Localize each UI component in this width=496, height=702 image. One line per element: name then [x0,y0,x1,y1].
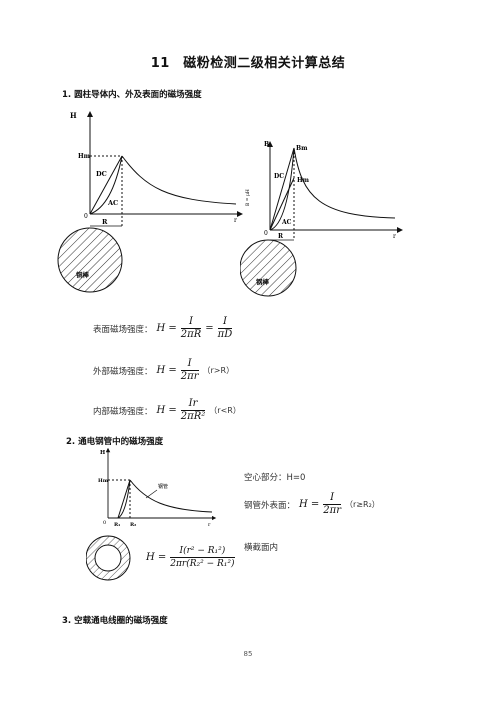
copper-rod-field-diagram: H Hm DC AC 0 r R 铜棒 [57,111,243,293]
b-dc-line [269,147,295,231]
steel-pipe-curve-label: 钢管 [158,483,168,490]
denominator: πD [217,329,233,340]
numerator: I [180,358,199,371]
page-title: 11 磁粉检测二级相关计算总结 [150,56,346,71]
numerator: I(r² − R₁²) [170,545,235,558]
h-axis-label: H [70,111,77,120]
b-mu-h-label: B = μH [245,189,251,206]
denominator: 2πr [180,371,199,382]
section-1-heading: 1. 圆柱导体内、外及表面的磁场强度 [62,90,202,100]
outer-condition: （r>R） [202,366,235,375]
wall-ac-curve [117,479,131,519]
numerator: I [180,316,202,329]
bm-label: Bm [296,145,308,152]
dc-label: DC [274,173,284,180]
steel-pipe-field-diagram: H Hm 钢管 0 R₁ R₂ r [86,447,217,581]
numerator: I [217,316,233,329]
wall-field-line [117,479,131,519]
cross-section-text: 横截面内 [244,543,279,553]
denominator: 2πR [180,329,202,340]
inner-field-label: 内部磁场强度： [93,406,153,417]
steel-rod-label: 钢棒 [256,277,270,286]
dc-label: DC [96,170,107,178]
origin-label: 0 [84,213,88,220]
pipe-outer-label: 钢管外表面： [244,500,296,511]
eq-lhs: H = [156,365,177,376]
steel-rod-field-diagram: B B = μH Bm Hm DC AC 0 r R 钢棒 [240,141,403,297]
origin-label: 0 [264,230,268,237]
copper-rod-label: 铜棒 [76,270,90,279]
steel-rod-cross-section [240,239,297,297]
r2-label: R₂ [130,522,136,528]
radius-label: R [102,218,108,226]
eq-lhs: H = [156,323,177,334]
fraction: I(r² − R₁²)2πr(R₂² − R₁²) [170,545,235,570]
cross-section-equation: H = I(r² − R₁²)2πr(R₂² − R₁²) [146,545,235,570]
h-line [269,177,295,231]
equals-sign: = [205,323,214,334]
pipe-outer-condition: （r≥R₂） [345,500,380,509]
denominator: 2πR² [180,411,206,422]
denominator: 2πr(R₂² − R₁²) [170,559,235,569]
radius-label: R [278,233,284,240]
origin-label: 0 [103,520,106,526]
h-axis-label: H [100,450,105,456]
outer-field-curve [121,155,237,205]
ac-label: AC [281,219,292,226]
r-axis-label: r [234,217,237,224]
dc-line [89,155,123,215]
outer-field-curve [293,147,396,219]
b-ac-curve [269,147,295,231]
ac-curve [89,155,123,215]
numerator: I [323,492,342,505]
denominator: 2πr [323,505,342,516]
hollow-field-text: 空心部分：H=0 [244,473,306,483]
page-number: 85 [243,650,253,658]
numerator: Ir [180,398,206,411]
copper-rod-cross-section [57,227,123,293]
r-axis-label: r [393,233,396,240]
hm-label: Hm [78,153,91,160]
hm-label: Hm [98,478,109,484]
eq-lhs: H = [299,499,320,510]
r1-label: R₁ [114,522,120,528]
inner-condition: （r<R） [209,406,241,415]
section-2-heading: 2. 通电钢管中的磁场强度 [66,437,164,447]
pipe-hollow [94,544,122,572]
eq-lhs: H = [156,405,177,416]
surface-field-label: 表面磁场强度： [93,324,153,335]
ac-label: AC [107,199,118,207]
outer-field-label: 外部磁场强度： [93,366,153,377]
r-axis-label: r [208,522,211,528]
b-axis-label: B [264,141,269,148]
section-3-heading: 3. 空载通电线圈的磁场强度 [62,616,168,626]
eq-lhs: H = [146,552,167,563]
curve-leader [145,489,158,499]
outer-field-curve [129,479,213,513]
